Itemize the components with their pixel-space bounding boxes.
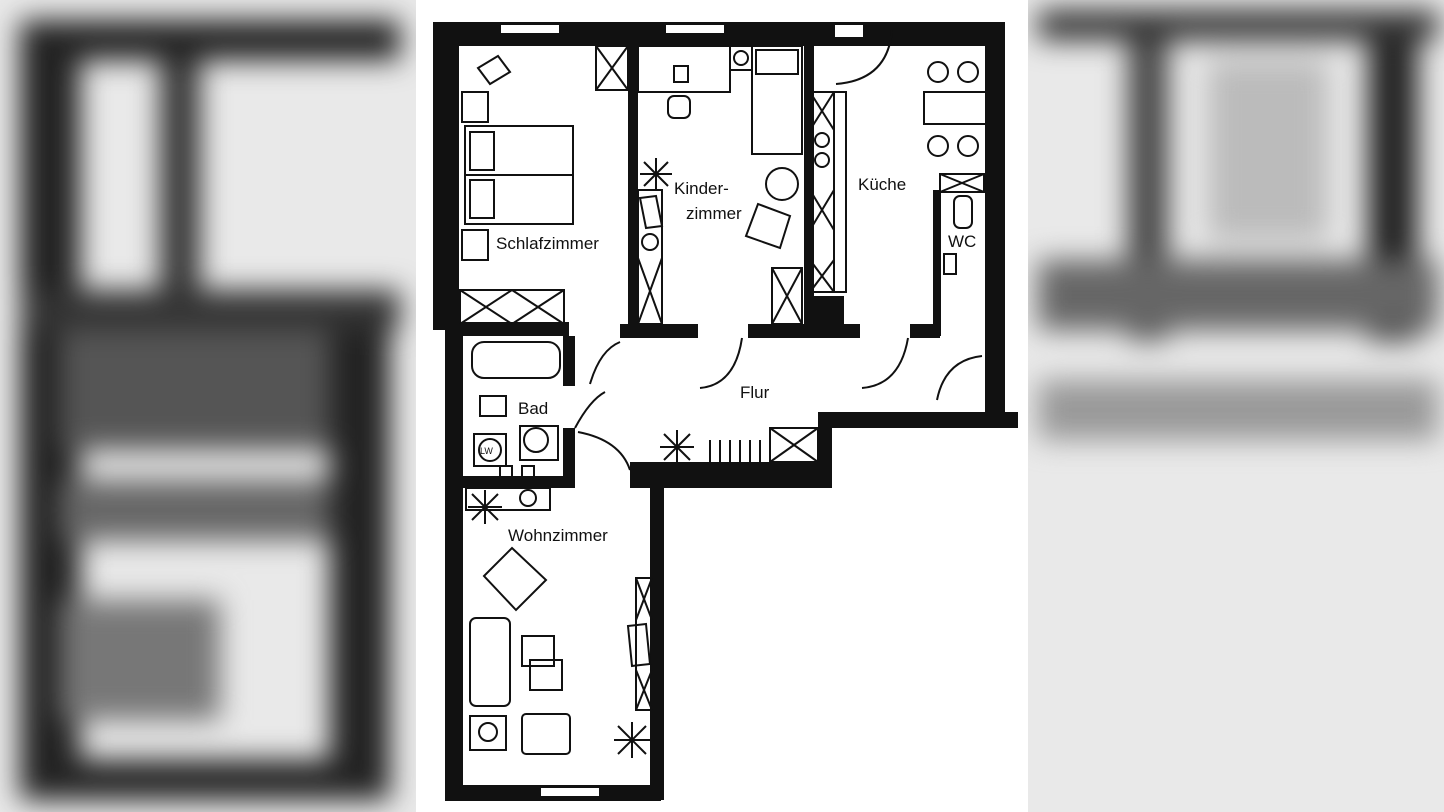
plant-icon	[468, 490, 502, 524]
blurred-backdrop-left	[0, 0, 416, 812]
plant-icon	[640, 158, 672, 190]
plant-icons	[468, 158, 694, 758]
washing-machine-label: LW	[480, 446, 493, 456]
room-label-flur: Flur	[740, 383, 770, 402]
floorplan-drawing: Schlafzimmer Kinder- zimmer Küche WC Bad…	[433, 22, 1018, 801]
furniture	[459, 45, 987, 755]
floorplan-sheet: Schlafzimmer Kinder- zimmer Küche WC Bad…	[416, 0, 1028, 812]
blurred-plan-left	[20, 20, 400, 800]
room-label-wc: WC	[948, 232, 976, 251]
windows	[499, 23, 865, 798]
room-label-kueche: Küche	[858, 175, 906, 194]
blurred-plan-right	[1038, 10, 1438, 440]
room-label-kinderzimmer-line2: zimmer	[686, 204, 742, 223]
room-label-schlafzimmer: Schlafzimmer	[496, 234, 599, 253]
blurred-backdrop-right	[1028, 0, 1444, 812]
plant-icon	[614, 722, 650, 758]
doors	[574, 29, 983, 471]
room-label-wohnzimmer: Wohnzimmer	[508, 526, 608, 545]
room-label-bad: Bad	[518, 399, 548, 418]
plant-icon	[660, 430, 694, 464]
room-label-kinderzimmer-line1: Kinder-	[674, 179, 729, 198]
